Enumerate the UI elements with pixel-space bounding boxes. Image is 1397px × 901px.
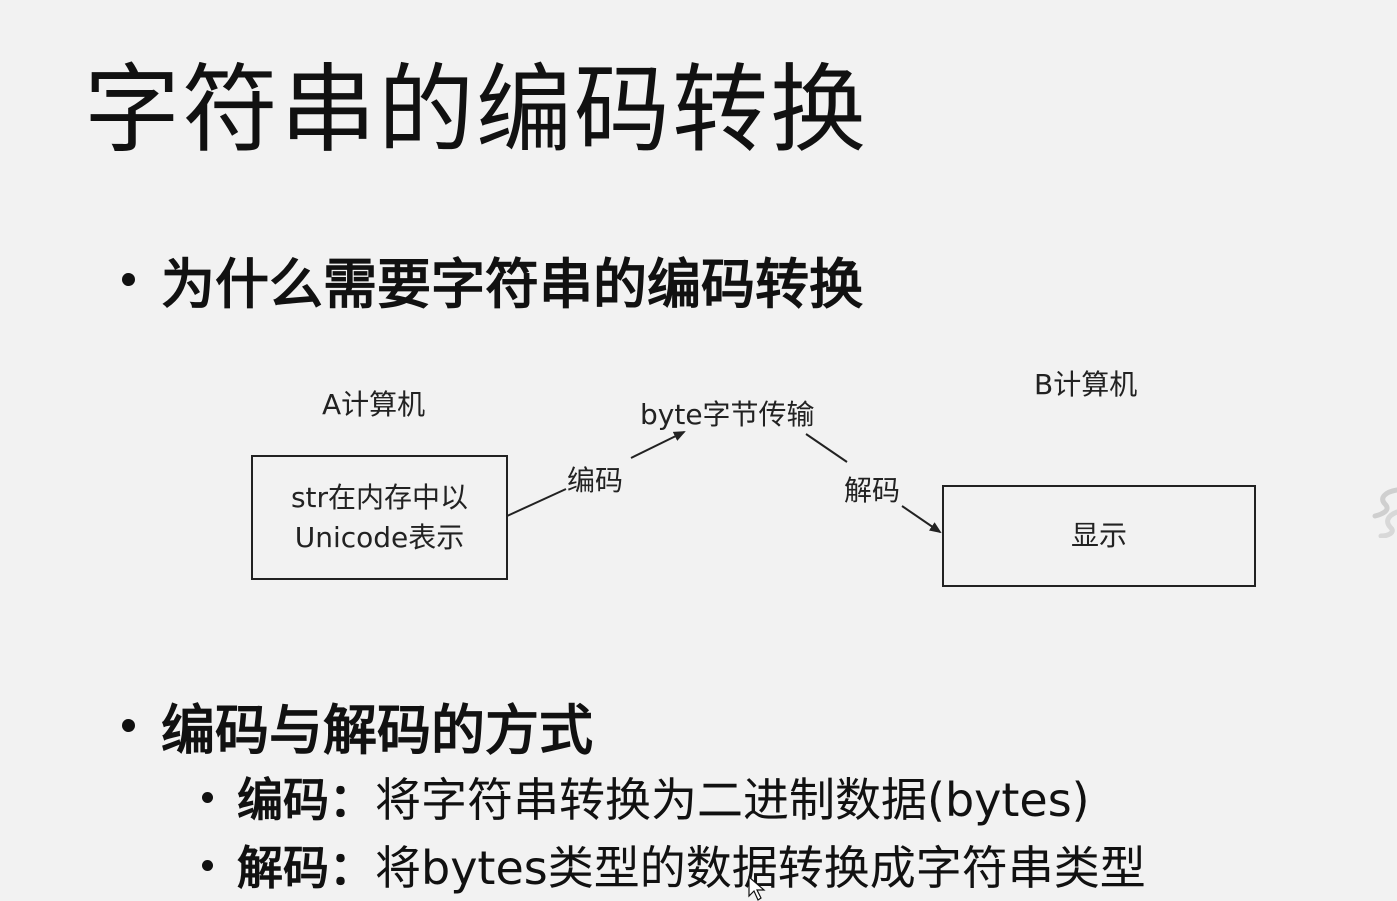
sub-bullet-encode: 编码：将字符串转换为二进制数据(bytes) bbox=[202, 764, 1090, 830]
computer-a-label: A计算机 bbox=[322, 388, 426, 421]
bullet-dot-icon bbox=[202, 859, 213, 871]
byte-transfer-label: byte字节传输 bbox=[640, 398, 815, 431]
mouse-cursor-icon bbox=[748, 876, 766, 901]
connector-line-a bbox=[506, 488, 567, 517]
box-a-line2: Unicode表示 bbox=[294, 520, 465, 554]
bullet-dot-icon bbox=[122, 273, 135, 286]
bullet-dot-icon bbox=[202, 791, 213, 803]
bullet-heading-why: 为什么需要字符串的编码转换 bbox=[161, 253, 863, 316]
box-a-line1: str在内存中以 bbox=[290, 481, 469, 515]
connector-line-transfer bbox=[805, 433, 848, 463]
computer-b-label: B计算机 bbox=[1034, 368, 1138, 401]
bullet-why-encoding: 为什么需要字符串的编码转换 bbox=[122, 240, 863, 319]
box-computer-a-memory: str在内存中以 Unicode表示 bbox=[251, 455, 508, 580]
bullet-heading-methods: 编码与解码的方式 bbox=[161, 699, 593, 762]
bullet-dot-icon bbox=[122, 719, 135, 732]
encode-arrow bbox=[630, 431, 686, 459]
decode-arrow bbox=[901, 505, 942, 534]
sub-bullet-decode-text: 解码：将bytes类型的数据转换成字符串类型 bbox=[237, 832, 1146, 898]
box-computer-b-display: 显示 bbox=[942, 485, 1256, 587]
encode-label: 编码 bbox=[567, 464, 624, 497]
sub-bullet-encode-text: 编码：将字符串转换为二进制数据(bytes) bbox=[237, 764, 1090, 830]
sub-bullet-decode: 解码：将bytes类型的数据转换成字符串类型 bbox=[202, 832, 1146, 898]
desc-decode: 将bytes类型的数据转换成字符串类型 bbox=[375, 841, 1146, 895]
slide-title: 字符串的编码转换 bbox=[84, 54, 868, 166]
box-b-text: 显示 bbox=[1070, 519, 1127, 553]
decode-label: 解码 bbox=[844, 474, 901, 507]
term-decode: 解码： bbox=[237, 841, 375, 895]
bullet-encode-decode-methods: 编码与解码的方式 bbox=[122, 686, 593, 765]
term-encode: 编码： bbox=[237, 773, 375, 827]
desc-encode: 将字符串转换为二进制数据(bytes) bbox=[375, 773, 1090, 827]
decorative-swirl-icon bbox=[1372, 487, 1397, 538]
